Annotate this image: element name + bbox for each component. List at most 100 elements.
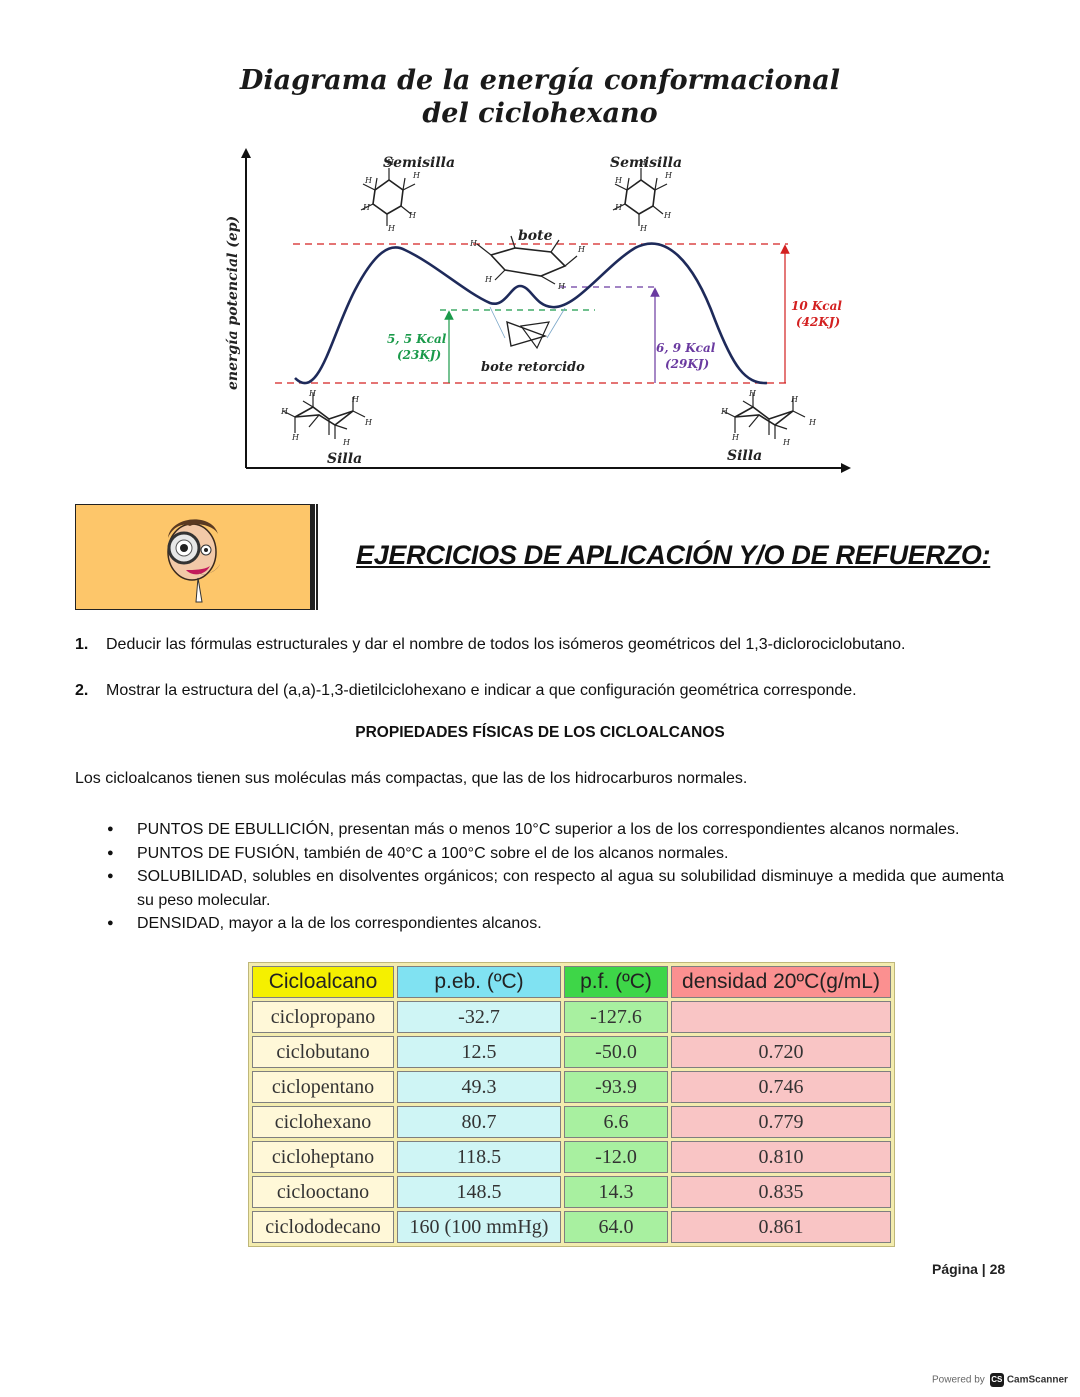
table-cell: 0.861 (671, 1211, 891, 1243)
table-cell: ciclopropano (252, 1001, 394, 1033)
bote-molecule (476, 235, 578, 285)
label-silla-left: Silla (327, 451, 362, 467)
table-cell: -12.0 (564, 1141, 668, 1173)
svg-text:H: H (638, 158, 647, 167)
table-cell: ciclooctano (252, 1176, 394, 1208)
svg-text:H: H (731, 433, 740, 442)
svg-text:H: H (720, 407, 729, 416)
label-semisilla-left: Semisilla (383, 155, 455, 171)
svg-text:H: H (412, 171, 421, 180)
svg-text:H: H (748, 389, 757, 398)
svg-text:H: H (614, 176, 623, 185)
powered-by-text: Powered by (932, 1374, 985, 1386)
table-cell: 6.6 (564, 1106, 668, 1138)
svg-text:H: H (484, 275, 493, 284)
svg-text:H: H (790, 395, 799, 404)
diagram-title-line-1: Diagrama de la energía conformacional (239, 65, 841, 96)
table-cell: 118.5 (397, 1141, 561, 1173)
energy-green-value: 5, 5 Kcal (387, 332, 447, 346)
page-number: Página | 28 (932, 1261, 1006, 1277)
header-density: densidad 20ºC(g/mL) (671, 966, 891, 998)
energy-purple-kj: (29KJ) (665, 357, 709, 371)
table-cell: 80.7 (397, 1106, 561, 1138)
svg-text:H: H (808, 418, 817, 427)
label-bote: bote (518, 228, 553, 244)
table-cell: ciclobutano (252, 1036, 394, 1068)
svg-text:H: H (387, 224, 396, 233)
table-cell (671, 1001, 891, 1033)
question-1: 1. Deducir las fórmulas estructurales y d… (75, 636, 905, 654)
table-cell: ciclododecano (252, 1211, 394, 1243)
table-cell: -127.6 (564, 1001, 668, 1033)
table-cell: 0.810 (671, 1141, 891, 1173)
table-cell: 160 (100 mmHg) (397, 1211, 561, 1243)
table-cell: 0.779 (671, 1106, 891, 1138)
list-item: DENSIDAD, mayor a la de los correspondie… (107, 912, 1004, 936)
svg-text:H: H (639, 224, 648, 233)
atom-labels: H H H H H H H H H H H H H H H H H H H H … (280, 158, 817, 447)
question-1-text: Deducir las fórmulas estructurales y dar… (106, 636, 906, 653)
question-2: 2.Mostrar la estructura del (a,a)-1,3-di… (75, 682, 857, 700)
energy-curve (294, 242, 768, 385)
svg-text:H: H (782, 438, 791, 447)
svg-text:H: H (557, 282, 566, 291)
cycloalkane-properties-table: Cicloalcano p.eb. (ºC) p.f. (ºC) densida… (248, 962, 895, 1247)
svg-text:H: H (280, 407, 289, 416)
svg-text:H: H (308, 389, 317, 398)
energy-purple-value: 6, 9 Kcal (656, 341, 716, 355)
table-cell: -50.0 (564, 1036, 668, 1068)
header-melting-point: p.f. (ºC) (564, 966, 668, 998)
camscanner-brand: CamScanner (1006, 1374, 1068, 1386)
energy-red-value: 10 Kcal (791, 299, 842, 313)
svg-text:H: H (663, 211, 672, 220)
table-cell: 14.3 (564, 1176, 668, 1208)
svg-text:H: H (342, 438, 351, 447)
bote-retorcido-molecule (506, 320, 551, 350)
camscanner-logo-icon: CS (989, 1373, 1004, 1387)
header-cicloalcano: Cicloalcano (252, 966, 394, 998)
list-item: PUNTOS DE FUSIÓN, también de 40°C a 100°… (107, 842, 1004, 866)
table-cell: 12.5 (397, 1036, 561, 1068)
energy-red-kj: (42KJ) (796, 315, 840, 329)
energy-green-kj: (23KJ) (397, 348, 441, 362)
label-semisilla-right: Semisilla (610, 155, 682, 171)
diagram-title-line-2: del ciclohexano (422, 98, 658, 129)
table-cell: -93.9 (564, 1071, 668, 1103)
detective-mascot-icon (167, 519, 220, 603)
table-cell: cicloheptano (252, 1141, 394, 1173)
table-header-row: Cicloalcano p.eb. (ºC) p.f. (ºC) densida… (252, 966, 891, 998)
table-cell: ciclopentano (252, 1071, 394, 1103)
header-boiling-point: p.eb. (ºC) (397, 966, 561, 998)
svg-text:H: H (351, 395, 360, 404)
y-axis-label: energía potencial (ep) (225, 216, 241, 390)
label-silla-right: Silla (727, 448, 762, 464)
table-cell: 0.746 (671, 1071, 891, 1103)
svg-text:H: H (364, 418, 373, 427)
properties-list: PUNTOS DE EBULLICIÓN, presentan más o me… (107, 818, 1004, 936)
table-cell: -32.7 (397, 1001, 561, 1033)
section-heading: PROPIEDADES FÍSICAS DE LOS CICLOALCANOS (355, 724, 725, 741)
table-cell: 49.3 (397, 1071, 561, 1103)
table-cell: 0.720 (671, 1036, 891, 1068)
svg-text:H: H (362, 203, 371, 212)
table-cell: 148.5 (397, 1176, 561, 1208)
svg-text:H: H (291, 433, 300, 442)
question-1-number: 1. (75, 636, 89, 653)
question-2-number: 2. (75, 682, 89, 699)
table-cell: ciclohexano (252, 1106, 394, 1138)
svg-text:H: H (469, 239, 478, 248)
svg-text:H: H (364, 176, 373, 185)
list-item: SOLUBILIDAD, solubles en disolventes org… (107, 865, 1004, 912)
list-item: PUNTOS DE EBULLICIÓN, presentan más o me… (107, 818, 1004, 842)
section-intro: Los cicloalcanos tienen sus moléculas má… (75, 770, 748, 787)
svg-text:H: H (664, 171, 673, 180)
svg-text:H: H (577, 245, 586, 254)
svg-text:H: H (614, 203, 623, 212)
